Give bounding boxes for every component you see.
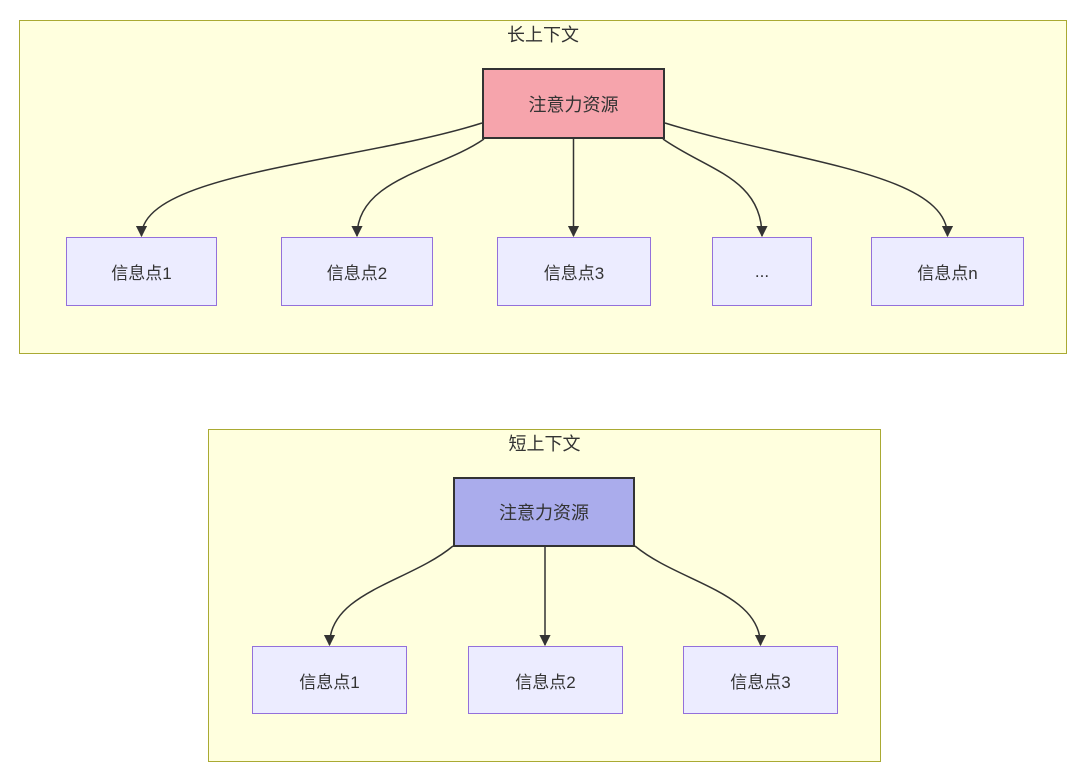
attention-node-short-context: 注意力资源 xyxy=(453,477,635,547)
info-node-short-3: 信息点3 xyxy=(683,646,838,714)
info-node-long-2: 信息点2 xyxy=(281,237,433,306)
info-node-long-ellipsis: ... xyxy=(712,237,812,306)
attention-node-long-context: 注意力资源 xyxy=(482,68,665,139)
info-node-long-1: 信息点1 xyxy=(66,237,217,306)
panel-long-context-title: 长上下文 xyxy=(507,25,579,45)
info-node-short-1: 信息点1 xyxy=(252,646,407,714)
info-node-short-2: 信息点2 xyxy=(468,646,623,714)
info-node-long-3: 信息点3 xyxy=(497,237,651,306)
panel-short-context-title: 短上下文 xyxy=(508,434,581,454)
info-node-long-n: 信息点n xyxy=(871,237,1024,306)
